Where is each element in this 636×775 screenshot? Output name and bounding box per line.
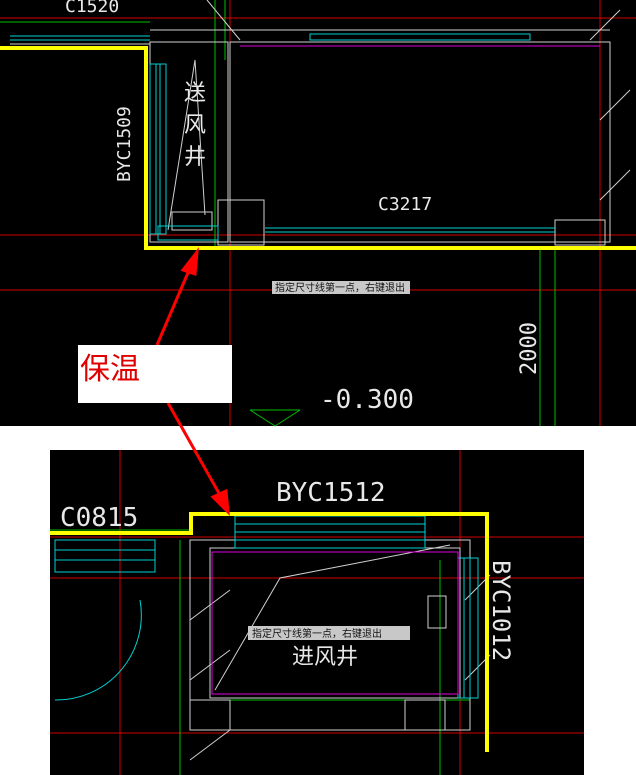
bottom-cad-viewport	[50, 450, 584, 775]
shaft-char-3: 井	[184, 145, 206, 170]
shaft-char-2: 风	[184, 113, 206, 138]
bottom-insulation-highlight	[50, 512, 489, 752]
annotation-arrows	[155, 247, 230, 517]
bottom-tooltip: 指定尺寸线第一点，右键退出	[252, 627, 382, 640]
top-tooltip-box	[272, 281, 410, 294]
dim-2000: 2000	[517, 322, 542, 375]
label-c0815: C0815	[60, 503, 138, 533]
top-walls	[10, 0, 631, 246]
shaft-char-1: 送	[184, 81, 206, 106]
arrow-down-head	[210, 488, 230, 517]
top-green-lines	[0, 0, 556, 427]
label-byc1509: BYC1509	[114, 106, 135, 182]
bottom-axis-lines	[50, 450, 584, 775]
bottom-tooltip-box	[248, 626, 410, 640]
elevation-label: -0.300	[320, 385, 414, 415]
label-byc1512: BYC1512	[276, 478, 386, 508]
top-insulation-highlight	[0, 46, 636, 250]
top-window-lines	[10, 33, 555, 241]
bottom-window-lines	[54, 515, 479, 701]
annotation-label-box	[78, 345, 232, 403]
arrow-up-head	[180, 247, 199, 277]
label-c1520: C1520	[65, 0, 119, 17]
bottom-magenta-rect	[211, 551, 459, 695]
arrow-down-line	[166, 402, 222, 496]
label-byc1012: BYC1012	[487, 560, 515, 661]
top-tooltip: 指定尺寸线第一点，右键退出	[275, 281, 405, 294]
arrow-up-line	[155, 267, 192, 346]
annotation-label: 保温	[80, 352, 140, 387]
label-c3217: C3217	[378, 194, 432, 215]
bottom-shaft-label: 进风井	[292, 645, 358, 670]
